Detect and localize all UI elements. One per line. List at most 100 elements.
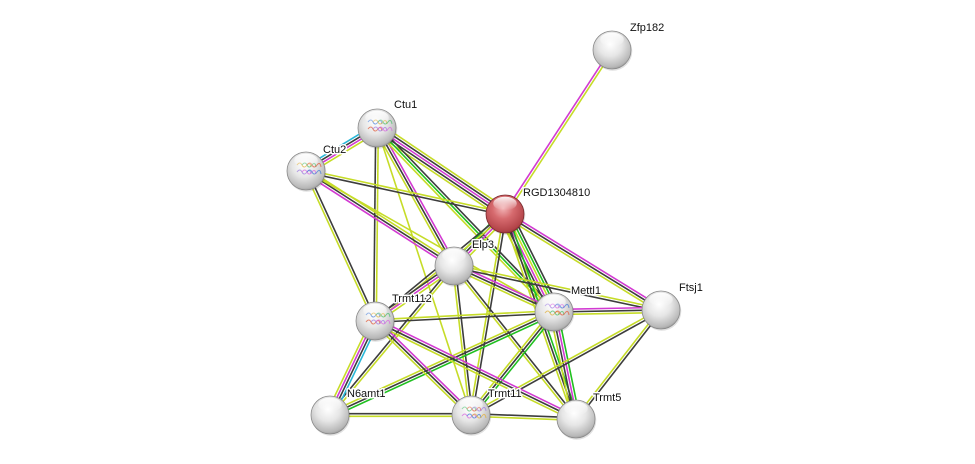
edge-evidence-textmining [305,170,555,313]
node-highlight [442,248,466,263]
node-label: Zfp182 [630,22,664,34]
edge-evidence-coexpression [374,320,577,420]
node-highlight [649,292,673,307]
edge-evidence-experiments [304,172,454,269]
node-label: Ctu1 [394,99,417,111]
edge-mettl1-trmt112[interactable] [374,309,555,324]
edge-evidence-experiments [376,127,506,215]
node-label: Ctu2 [323,144,346,156]
edge-evidence-textmining [468,309,553,414]
edge-ctu1-trmt11[interactable] [376,127,472,416]
edge-evidence-coexpression [329,311,555,416]
node-label: Mettl1 [571,285,601,297]
node-rgd1304810[interactable]: RGD1304810 [485,186,592,235]
edge-ctu2-elp3[interactable] [304,168,456,269]
edge-evidence-textmining [304,171,375,322]
edge-evidence-coexpression [470,311,555,416]
edge-elp3-trmt5[interactable] [452,264,578,421]
edge-evidence-textmining [374,128,453,268]
edge-evidence-coexpression [305,171,505,217]
node-highlight [365,110,389,125]
edge-mettl1-trmt11[interactable] [468,309,557,418]
edge-ctu1-mettl1[interactable] [374,125,557,315]
edge-evidence-textmining [376,127,472,416]
edge-evidence-textmining [454,263,662,310]
node-trmt112[interactable]: Trmt112 [355,292,433,342]
edge-evidence-textmining [372,322,470,418]
edge-evidence-coexpression [471,310,663,417]
edge-n6amt1-trmt11[interactable] [330,412,471,418]
node-n6amt1[interactable]: N6amt1 [310,387,387,436]
node-trmt5[interactable]: Trmt5 [556,391,623,440]
edge-evidence-textmining [373,322,576,423]
edge-evidence-coexpression [453,266,661,313]
node-elp3[interactable]: Elp3 [434,238,496,287]
edge-evidence-experiments [376,318,474,414]
edge-evidence-neighborhood [330,313,556,419]
node-highlight [294,153,318,168]
node-label: Elp3 [472,239,494,251]
edge-rgd1304810-ftsj1[interactable] [503,211,663,313]
edge-rgd1304810-zfp182[interactable] [503,48,614,216]
edge-evidence-coexpression [378,125,507,213]
edge-evidence-coexpression [576,310,663,421]
edge-evidence-neighborhood [472,313,557,418]
edge-evidence-experiments [375,317,578,418]
edges-layer [303,48,663,423]
node-highlight [564,401,588,416]
edge-evidence-coexpression [305,170,455,267]
node-mettl1[interactable]: Mettl1 [534,284,602,333]
edge-evidence-textmining [574,308,661,419]
edge-evidence-experiments [503,48,612,214]
edge-evidence-textmining [452,266,576,421]
edge-ctu2-rgd1304810[interactable] [305,168,506,217]
node-ctu2[interactable]: Ctu2 [286,143,348,192]
edge-evidence-experiments [505,211,663,309]
edge-evidence-coexpression [454,265,474,415]
node-zfp182[interactable]: Zfp182 [592,21,666,71]
node-highlight [318,397,342,412]
edge-trmt112-trmt11[interactable] [372,318,474,418]
edge-elp3-trmt11[interactable] [451,265,474,416]
node-label: Trmt5 [593,392,621,404]
edge-evidence-coexpression [372,127,377,321]
edge-evidence-textmining [374,129,553,315]
edge-evidence-coexpression [374,320,472,416]
edge-trmt112-trmt5[interactable] [373,317,578,423]
edge-ctu2-mettl1[interactable] [305,170,555,313]
edge-elp3-ftsj1[interactable] [453,263,662,313]
edge-evidence-coexpression [454,264,578,419]
edge-evidence-coexpression [306,170,377,321]
edge-evidence-textmining [374,309,554,321]
edge-ctu1-trmt112[interactable] [372,127,380,322]
edge-evidence-textmining [379,123,509,211]
node-highlight [459,397,483,412]
edge-ftsj1-trmt11[interactable] [469,308,663,417]
node-highlight [600,32,624,47]
node-label: RGD1304810 [523,187,590,199]
node-label: Trmt11 [488,388,522,400]
node-ftsj1[interactable]: Ftsj1 [641,281,704,331]
edge-evidence-coexpression [376,127,455,267]
edge-evidence-neighborhood [376,127,555,313]
edge-ftsj1-trmt5[interactable] [574,308,663,421]
edge-evidence-coexpression [504,213,662,311]
node-ctu1[interactable]: Ctu1 [357,98,419,149]
node-highlight [363,303,387,318]
edge-evidence-coexpression [375,312,555,324]
node-label: Trmt112 [392,293,432,305]
node-highlight [493,196,517,211]
node-label: Ftsj1 [679,282,703,294]
edge-evidence-textmining [306,168,506,214]
edge-evidence-textmining [306,168,456,265]
edge-evidence-textmining [505,50,614,216]
edge-ctu2-trmt112[interactable] [304,170,377,322]
edge-evidence-textmining [451,266,471,416]
edge-evidence-textmining [328,308,554,414]
edge-mettl1-n6amt1[interactable] [328,308,556,419]
edge-evidence-textmining [469,308,661,415]
node-label: N6amt1 [347,388,386,400]
node-trmt11[interactable]: Trmt11 [451,387,523,436]
